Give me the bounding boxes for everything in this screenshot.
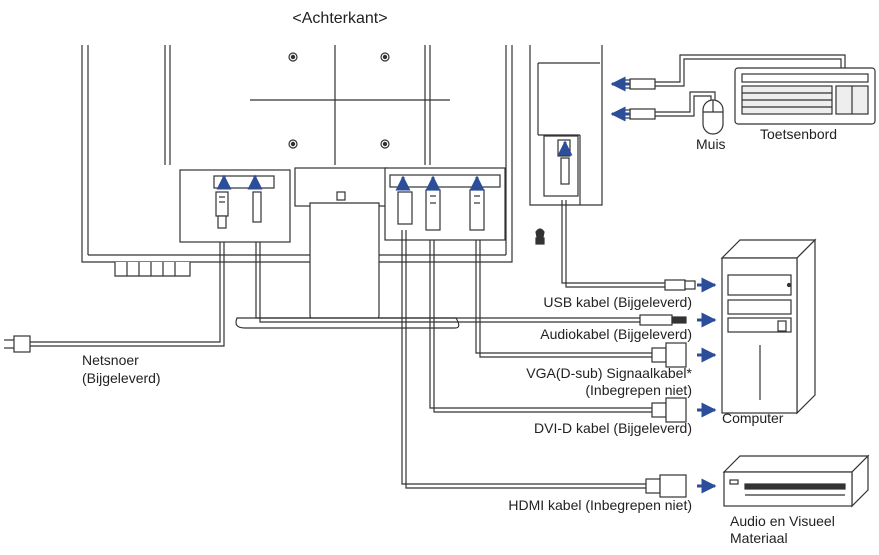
mouse-drawing [702, 99, 724, 135]
direction-arrows [216, 76, 717, 494]
left-port-bay [179, 169, 291, 243]
cables [30, 54, 846, 489]
dvi-cable-label: DVI-D kabel (Bijgeleverd) [534, 420, 692, 436]
power-cord-note: (Bijgeleverd) [82, 370, 161, 386]
usb-cable-label: USB kabel (Bijgeleverd) [543, 294, 692, 310]
av-device-drawing [722, 454, 870, 508]
computer-tower-drawing [720, 238, 817, 415]
page-title: <Achterkant> [292, 10, 388, 27]
control-buttons [114, 262, 191, 277]
monitor-back [81, 45, 513, 263]
computer-label: Computer [722, 410, 784, 426]
av-equipment-label: Audio en Visueel [730, 513, 835, 529]
audio-cable-label: Audiokabel (Bijgeleverd) [540, 326, 692, 342]
av-equipment-label-2: Materiaal [730, 530, 788, 546]
vga-cable-label: VGA(D-sub) Signaalkabel* [526, 365, 692, 381]
keyboard-label: Toetsenbord [760, 126, 838, 142]
mounting-screws [288, 52, 390, 149]
hdmi-cable-label: HDMI kabel (Inbegrepen niet) [508, 497, 692, 513]
power-cord-label: Netsnoer [82, 352, 139, 368]
monitor-stand [235, 167, 460, 329]
keyboard-drawing [734, 67, 876, 125]
mouse-label: Muis [696, 136, 726, 152]
vga-cable-note: (Inbegrepen niet) [585, 382, 692, 398]
